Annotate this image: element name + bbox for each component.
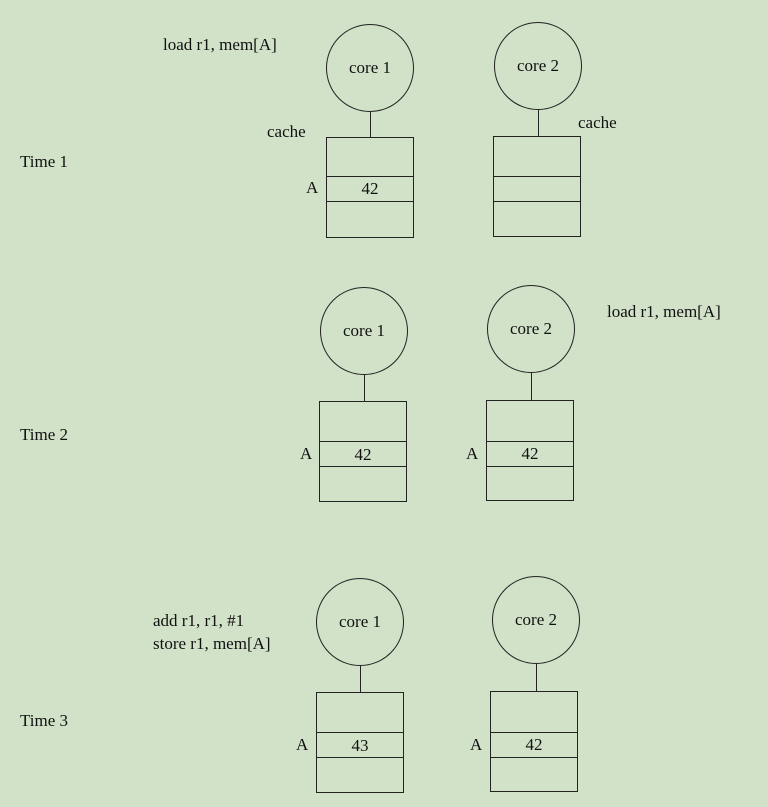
t1-core1-link xyxy=(370,112,372,137)
t3-core1: core 1 xyxy=(316,578,404,666)
cache-row-divider xyxy=(487,441,573,442)
t2-core2-instruction: load r1, mem[A] xyxy=(607,302,721,321)
t2-core2-address: A xyxy=(466,444,479,463)
t3-core2-cache-value: 42 xyxy=(525,735,543,754)
t1-cache-label: cache xyxy=(267,122,306,141)
t3-core2-label: core 2 xyxy=(514,610,557,629)
cache-row-divider xyxy=(327,201,413,202)
t3-core1-instruction-2: store r1, mem[A] xyxy=(153,634,271,653)
cache-row-divider xyxy=(317,757,403,758)
t3-core2-cache: 42 xyxy=(490,691,578,792)
t2-core2: core 2 xyxy=(487,285,575,373)
t1-core2-label: core 2 xyxy=(516,56,559,75)
time-1-label: Time 1 xyxy=(20,152,69,171)
t1-core2-cache xyxy=(493,136,581,237)
t3-core1-instruction-1: add r1, r1, #1 xyxy=(153,611,245,630)
t2-core1-address: A xyxy=(300,444,313,463)
t1-core2-cache-value xyxy=(494,176,580,200)
cache-row-divider xyxy=(320,441,406,442)
t2-core2-link xyxy=(531,373,533,400)
t2-core1: core 1 xyxy=(320,287,408,375)
t3-core1-address: A xyxy=(296,735,309,754)
cache-row-divider xyxy=(317,732,403,733)
t1-core1-cache-value: 42 xyxy=(361,179,379,198)
t2-core2-cache: 42 xyxy=(486,400,574,501)
t1-core1-cache: 42 xyxy=(326,137,414,238)
t2-core1-label: core 1 xyxy=(342,321,385,340)
time-2-label: Time 2 xyxy=(20,425,69,444)
t1-core2-link xyxy=(538,110,540,136)
t3-core2-address: A xyxy=(470,735,483,754)
t2-core2-cache-value: 42 xyxy=(521,444,539,463)
t3-core1-link xyxy=(360,666,362,692)
cache-row-divider xyxy=(491,732,577,733)
t2-core1-cache: 42 xyxy=(319,401,407,502)
t1-cache-label-core2: cache xyxy=(578,113,617,132)
cache-row-divider xyxy=(494,201,580,202)
t3-core1-label: core 1 xyxy=(338,612,381,631)
t2-core2-label: core 2 xyxy=(509,319,552,338)
time-3-label: Time 3 xyxy=(20,711,69,730)
t2-core1-cache-value: 42 xyxy=(354,445,372,464)
t1-core2: core 2 xyxy=(494,22,582,110)
t1-core1-instruction: load r1, mem[A] xyxy=(163,35,277,54)
t1-core1-label: core 1 xyxy=(348,58,391,77)
t3-core1-cache: 43 xyxy=(316,692,404,793)
t1-core1: core 1 xyxy=(326,24,414,112)
t3-core2: core 2 xyxy=(492,576,580,664)
cache-row-divider xyxy=(494,176,580,177)
cache-row-divider xyxy=(491,757,577,758)
t1-core1-address: A xyxy=(306,178,319,197)
cache-row-divider xyxy=(487,466,573,467)
cache-row-divider xyxy=(320,466,406,467)
t3-core2-link xyxy=(536,664,538,691)
cache-row-divider xyxy=(327,176,413,177)
t3-core1-cache-value: 43 xyxy=(351,736,369,755)
t2-core1-link xyxy=(364,375,366,401)
